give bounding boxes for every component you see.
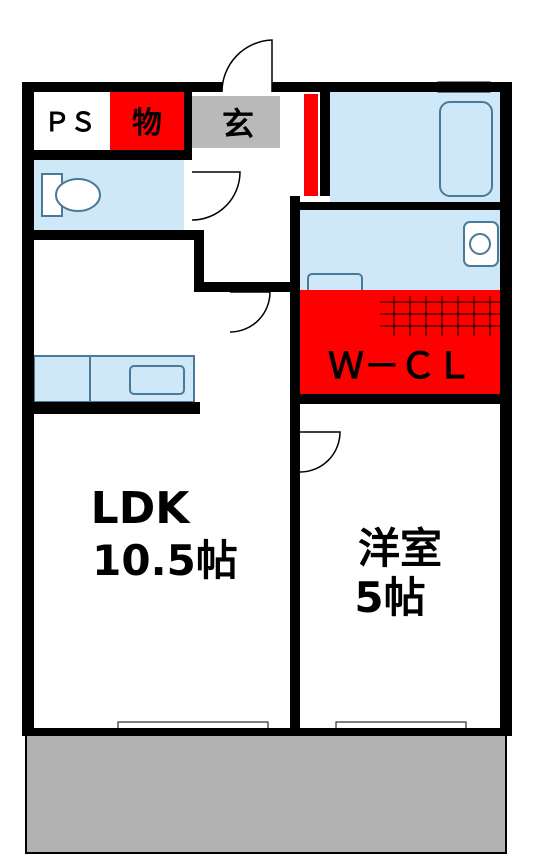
western-door-arc — [299, 431, 341, 473]
entrance-door-arc — [221, 39, 273, 93]
ps-box — [34, 92, 106, 150]
entrance-box — [192, 96, 280, 148]
entrance-label: 玄 — [222, 105, 254, 143]
entrance-door-strip — [304, 94, 318, 196]
western-name-label: 洋室 — [358, 524, 442, 573]
toilet-bowl-icon — [55, 178, 101, 212]
walls — [22, 82, 512, 736]
ldk-door-arc — [229, 291, 271, 333]
bathtub-icon — [439, 101, 493, 197]
closet-hanger-lines — [380, 296, 500, 336]
toilet-door-arc — [191, 171, 241, 221]
ldk-floor — [34, 250, 292, 728]
storage-label: 物 — [132, 106, 162, 141]
storage-box — [110, 92, 184, 150]
balcony — [25, 734, 507, 854]
ldk-name-label: LDK — [91, 483, 192, 534]
ps-label: ＰＳ — [44, 108, 96, 138]
walk-in-closet — [300, 290, 500, 394]
western-size-label: 5帖 — [354, 573, 425, 622]
ldk-size-label: 10.5帖 — [92, 536, 238, 585]
western-room-floor — [300, 412, 500, 728]
sink-icon — [129, 365, 185, 395]
washbasin-bowl-icon — [469, 233, 491, 255]
wcl-label: Ｗ－ＣＬ — [328, 346, 472, 387]
